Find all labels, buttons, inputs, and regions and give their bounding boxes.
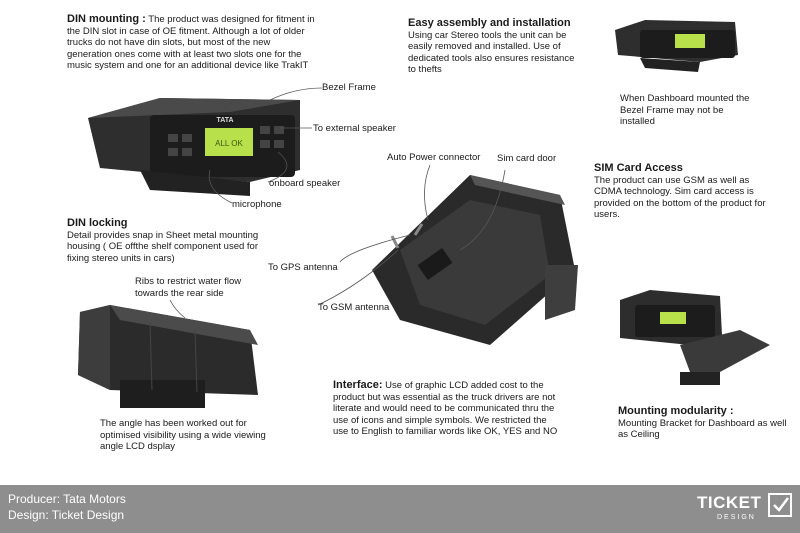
din-mounting-heading: DIN mounting : (67, 13, 146, 25)
callout-external-speaker: To external speaker (313, 123, 396, 134)
interface-body: Use of graphic LCD added cost to the pro… (333, 380, 558, 437)
din-mounting-block: DIN mounting : The product was designed … (67, 13, 317, 72)
dashboard-device-image (615, 20, 738, 72)
footer-producer: Producer: Tata Motors (8, 492, 126, 506)
logo-word: TICKET (697, 493, 762, 512)
footer-bar: Producer: Tata Motors Design: Ticket Des… (0, 485, 800, 533)
lcd-screen (205, 128, 253, 156)
side-view-device-image (78, 305, 258, 408)
lcd-text: ALL OK (215, 139, 243, 148)
interface-block: Interface: Use of graphic LCD added cost… (333, 379, 563, 438)
din-mounting-body: The product was designed for fitment in … (67, 14, 315, 71)
sim-access-block: SIM Card Access The product can use GSM … (594, 162, 774, 221)
checkmark-icon (768, 493, 792, 517)
din-locking-block: DIN locking Detail provides snap in Shee… (67, 217, 267, 264)
footer-design: Design: Ticket Design (8, 508, 125, 522)
dashboard-note: When Dashboard mounted the Bezel Frame m… (620, 93, 750, 127)
angle-note: The angle has been worked out for optimi… (100, 418, 266, 452)
callout-gsm-antenna: To GSM antenna (318, 302, 390, 313)
din-locking-heading: DIN locking (67, 217, 128, 229)
mounting-modularity-block: Mounting modularity : Mounting Bracket f… (618, 405, 788, 441)
mounting-modularity-body: Mounting Bracket for Dashboard as well a… (618, 417, 787, 441)
callout-sim-door: Sim card door (497, 153, 557, 164)
callout-ribs: Ribs to restrict water flow towards the … (135, 276, 242, 299)
brand-text: TATA (216, 117, 233, 124)
easy-assembly-body: Using car Stereo tools the unit can be e… (408, 29, 575, 76)
callout-lines (169, 87, 506, 319)
mounting-bracket-image (620, 290, 770, 385)
easy-assembly-block: Easy assembly and installation Using car… (408, 17, 578, 76)
ticket-design-logo: TICKET DESIGN (697, 491, 792, 527)
callout-onboard-speaker: onboard speaker (269, 178, 341, 189)
mounting-modularity-heading: Mounting modularity : (618, 405, 734, 417)
interface-heading: Interface: (333, 379, 383, 391)
main-device-image: ALL OK TATA (88, 98, 300, 196)
easy-assembly-heading: Easy assembly and installation (408, 17, 571, 29)
sim-access-heading: SIM Card Access (594, 162, 683, 174)
callout-auto-power: Auto Power connector (387, 152, 481, 163)
callout-microphone: microphone (232, 199, 282, 210)
logo-sub: DESIGN (717, 514, 756, 521)
din-locking-body: Detail provides snap in Sheet metal moun… (67, 229, 259, 264)
callout-bezel-frame: Bezel Frame (322, 82, 376, 93)
sim-access-body: The product can use GSM as well as CDMA … (594, 174, 766, 221)
callout-gps-antenna: To GPS antenna (268, 262, 338, 273)
bottom-view-device-image (372, 175, 578, 345)
